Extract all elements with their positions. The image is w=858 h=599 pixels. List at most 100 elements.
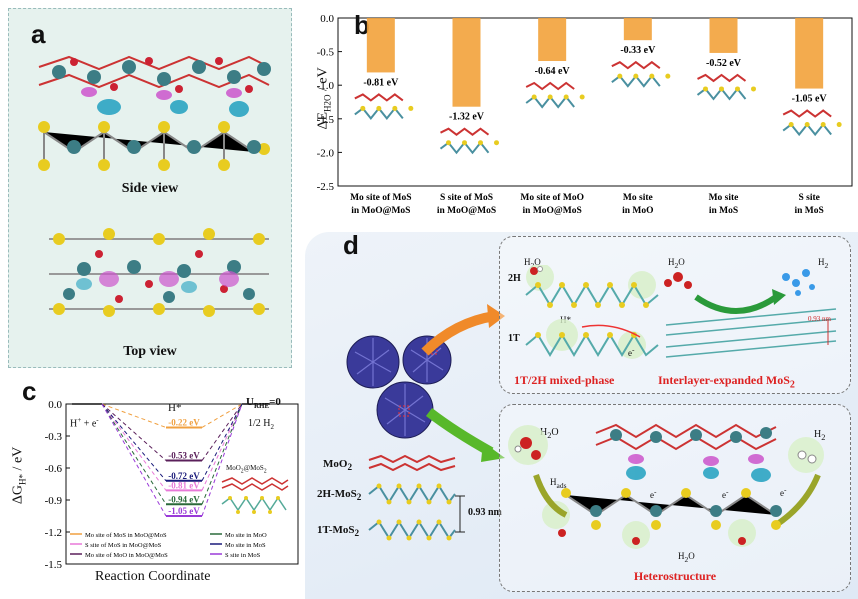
chart-c-frame — [65, 403, 299, 565]
heterostructure-label: Heterostructure — [633, 569, 717, 583]
h2o-label-top-right: H2O — [668, 257, 685, 270]
chart-b-category-label: S site — [798, 193, 819, 203]
chart-c-ytick-label: 0.0 — [48, 399, 62, 411]
layer-stack — [368, 454, 456, 541]
chart-b-category-label: in MoS — [709, 206, 738, 216]
chart-c-connector — [101, 403, 167, 461]
chart-b-ytick-label: -1.0 — [317, 80, 335, 92]
chart-b-value-label: -1.32 eV — [449, 112, 485, 123]
chart-b-bar — [795, 18, 824, 89]
arrows — [421, 304, 505, 462]
chart-c-connector — [201, 403, 243, 428]
h2o-label-bottom-2: H2O — [678, 551, 695, 564]
chart-b-ytick-label: -0.5 — [317, 47, 335, 59]
chart-c-level-label: -0.72 eV — [168, 471, 200, 481]
chart-c-ytick-label: -1.5 — [45, 559, 63, 571]
e-label-b2: e- — [722, 487, 729, 500]
chart-c-connector — [101, 403, 167, 505]
panel-c-urhe: URHE=0 — [246, 396, 281, 411]
chart-b-category-label: in MoO@MoS — [523, 206, 582, 216]
chart-c-legend-label: S site in MoS — [225, 552, 261, 559]
mixed-phase-box: H2O 2H 1T H* e- H2O H2 0.93 nm 1T/2H mix… — [499, 236, 851, 394]
panel-c: c 0.0-0.3-0.6-0.9-1.2-1.5-0.22 eV-0.81 e… — [0, 372, 305, 599]
label-2h: 2H — [508, 273, 521, 284]
chart-c-connector — [101, 403, 167, 491]
chart-b-bar — [538, 18, 567, 62]
chart-b-category-label: Mo site — [623, 193, 653, 203]
chart-c-level-label: -0.22 eV — [168, 417, 200, 427]
chart-c-connector — [201, 403, 243, 491]
chart-b-structure-icon — [696, 73, 756, 101]
panel-d: d MoO2 2H-MoS2 1T-MoS2 0.93 nm — [305, 230, 858, 599]
gap-label-top: 0.93 nm — [808, 315, 831, 323]
chart-c-connector — [101, 403, 167, 517]
panel-a-letter: a — [31, 19, 46, 49]
chart-c-connector — [201, 403, 243, 482]
heterostructure-box: H2O Hads H2 e- e- e- H2O Heterostructure — [499, 404, 851, 592]
chart-c-connector — [101, 403, 167, 428]
chart-b-value-label: -1.05 eV — [792, 94, 828, 105]
panel-a: a Side view Top view — [8, 8, 292, 368]
chart-c-connector — [201, 403, 243, 517]
panel-c-ylabel: ΔGH* / eV — [10, 446, 28, 505]
layer-2h-label: 2H-MoS2 — [317, 488, 362, 503]
chart-b-category-label: Mo site of MoO — [520, 193, 584, 203]
chart-b-category-label: S site of MoS — [440, 193, 493, 203]
heterostructure-structure — [508, 423, 824, 549]
chart-c-level-label: -1.05 eV — [168, 506, 200, 516]
chart-b-category-label: Mo site — [709, 193, 739, 203]
chart-c-level-label: -0.53 eV — [168, 451, 200, 461]
chart-c-ytick-label: -1.2 — [45, 527, 62, 539]
chart-b-category-label: in MoO@MoS — [351, 206, 410, 216]
chart-b-value-label: -0.64 eV — [535, 66, 571, 77]
chart-c-connector — [201, 403, 243, 505]
h2-label-top: H2 — [818, 257, 829, 270]
h2-label-bottom: H2 — [814, 429, 826, 442]
side-view-label: Side view — [121, 181, 179, 196]
chart-b-category-label: in MoO@MoS — [437, 206, 496, 216]
panel-c-xlabel: Reaction Coordinate — [95, 569, 211, 584]
top-view-label: Top view — [123, 344, 177, 359]
catalyst-particles — [346, 335, 452, 439]
chart-b-ytick-label: -1.5 — [317, 114, 335, 126]
chart-b-value-label: -0.52 eV — [706, 58, 742, 69]
chart-c-ytick-label: -0.3 — [45, 431, 63, 443]
layer-moo2-label: MoO2 — [323, 458, 353, 473]
panel-d-letter: d — [343, 230, 359, 260]
chart-c-connector — [101, 403, 167, 482]
chart-b-structure-icon — [611, 60, 671, 88]
panel-c-letter: c — [22, 376, 37, 406]
chart-c-ytick-label: -0.6 — [45, 463, 63, 475]
chart-c-level-label: -0.94 eV — [168, 494, 200, 504]
hads-label: Hads — [550, 477, 567, 490]
chart-b-structure-icon — [354, 93, 414, 121]
chart-b-value-label: -0.33 eV — [620, 45, 656, 56]
chart-b-structure-icon — [782, 109, 842, 137]
interlayer-label: Interlayer-expanded MoS2 — [658, 373, 795, 391]
label-1t: 1T — [508, 333, 520, 344]
chart-b: 0.0 -0.5 -1.0 -1.5 -2.0 -2.5 -0.81 eV Mo site o… — [317, 13, 853, 216]
chart-b-category-label: in MoO — [622, 206, 653, 216]
e-label-b3: e- — [780, 485, 787, 498]
chart-b-bar — [709, 18, 738, 53]
chart-b-bar — [452, 18, 481, 107]
chart-c-ytick-label: -0.9 — [45, 495, 63, 507]
chart-b-ytick-label: -2.0 — [317, 147, 335, 159]
chart-b-ytick-label: -2.5 — [317, 181, 335, 193]
chart-c-legend-label: Mo site in MoS — [225, 542, 266, 549]
chart-c-legend-label: Mo site of MoS in MoO@MoS — [85, 532, 167, 539]
chart-c-legend-label: S site of MoS in MoO@MoS — [85, 542, 162, 549]
chart-c-legend-label: Mo site in MoO — [225, 532, 267, 539]
top-view-structure — [49, 228, 269, 317]
expanded-mos2-structure — [664, 269, 837, 358]
chart-b-value-label: -0.81 eV — [363, 77, 399, 88]
panel-c-left-state: H+ + e- — [70, 416, 99, 430]
chart-b-frame — [337, 17, 853, 187]
chart-b-ytick-label: 0.0 — [320, 13, 334, 25]
e-label-top: e- — [628, 345, 635, 358]
chart-b-category-label: Mo site of MoS — [350, 193, 411, 203]
gap-indicator — [455, 495, 465, 533]
chart-b-structure-icon — [439, 127, 499, 155]
mixed-phase-structure — [525, 265, 659, 359]
